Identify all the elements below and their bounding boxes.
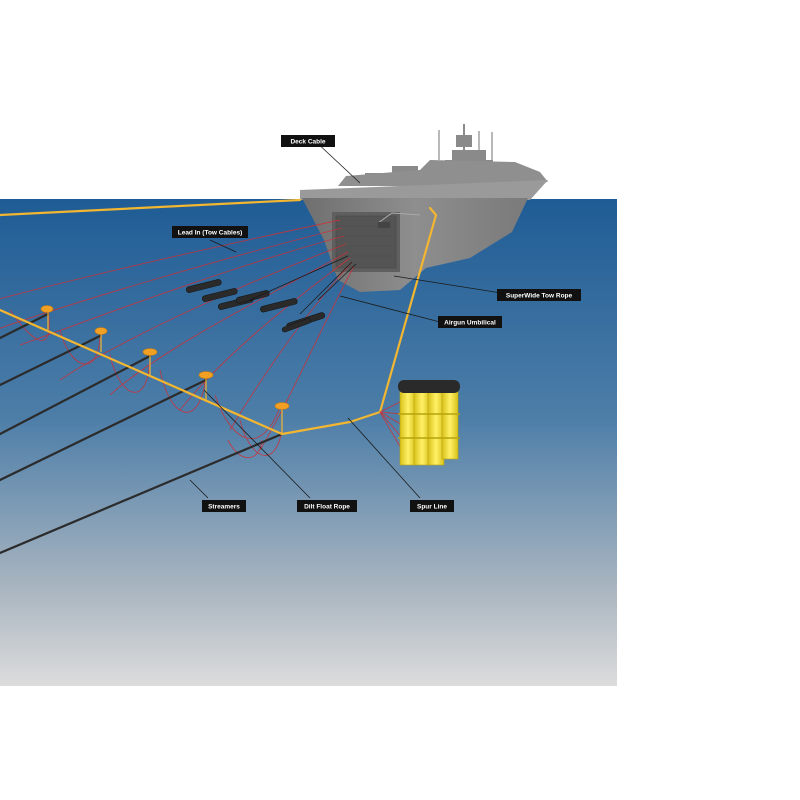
callout-lead-in-label: Lead In (Tow Cables) <box>178 230 243 237</box>
callout-dilt-float-rope: Dilt Float Rope <box>297 500 357 512</box>
dilt-floats <box>40 305 290 434</box>
callout-lead-in: Lead In (Tow Cables) <box>172 226 248 238</box>
callout-airgun-umbilical: Airgun Umbilical <box>438 316 502 328</box>
sea-background <box>0 199 617 686</box>
umbilical-lines <box>249 255 357 315</box>
float-icon <box>94 327 108 335</box>
callout-streamers-label: Streamers <box>208 504 240 511</box>
callout-superwide-tow-rope-label: SuperWide Tow Rope <box>506 293 573 300</box>
deflector-icon <box>398 380 460 466</box>
streamers-group <box>0 312 284 555</box>
float-icon <box>142 348 158 356</box>
callout-deck-cable-label: Deck Cable <box>290 139 325 146</box>
float-icon <box>40 305 54 313</box>
callout-deck-cable: Deck Cable <box>281 135 335 147</box>
callout-streamers: Streamers <box>202 500 246 512</box>
callout-airgun-umbilical-label: Airgun Umbilical <box>444 320 496 327</box>
callout-spur-line: Spur Line <box>410 500 454 512</box>
vessel-icon <box>300 124 548 292</box>
callout-superwide-tow-rope: SuperWide Tow Rope <box>497 289 581 301</box>
callout-dilt-float-rope-label: Dilt Float Rope <box>304 504 350 511</box>
superwide-tow-rope <box>0 198 438 436</box>
float-icon <box>274 402 290 410</box>
callout-spur-line-label: Spur Line <box>417 504 447 511</box>
float-icon <box>198 371 214 379</box>
airgun-array-icon <box>185 279 326 333</box>
tow-cables <box>0 219 355 458</box>
